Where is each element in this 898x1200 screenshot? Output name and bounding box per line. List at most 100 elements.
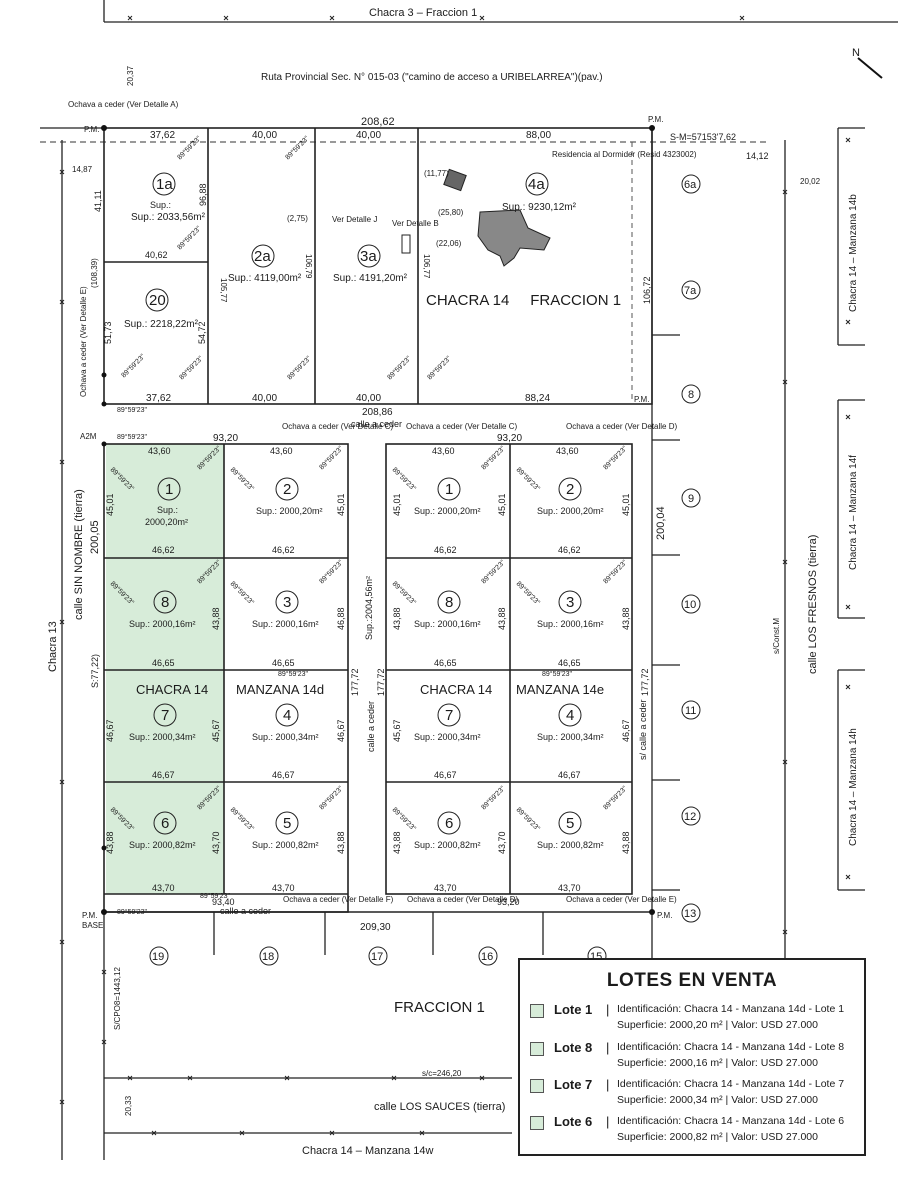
bearing-label: 89°59'23"	[391, 580, 418, 607]
a2m-label: A2M	[80, 432, 97, 441]
e-v1-right: 45,01	[621, 493, 631, 516]
lot-number: 7	[161, 707, 169, 724]
ruta-label: Ruta Provincial Sec. N° 015-03 ("camino …	[261, 72, 603, 83]
lot-number: 2	[283, 481, 291, 498]
upper-d4: 88,00	[526, 130, 551, 141]
lot-circle	[437, 590, 461, 614]
legend-item-lote-8[interactable]: Lote 8 | Identificación: Chacra 14 - Man…	[530, 1040, 860, 1078]
bearing-label: 89°59'23"	[284, 134, 311, 161]
legend-separator: |	[606, 1077, 610, 1092]
legend-item-name: Lote 6	[554, 1114, 593, 1129]
e-v3-right: 46,67	[621, 719, 631, 742]
manzana-e-left-total: 177,72	[376, 668, 386, 696]
bearing-label: 89°59'23"	[602, 444, 629, 471]
upper-top-total: 208,62	[361, 116, 395, 128]
calle-sup: Sup.:2004,56m²	[364, 576, 374, 640]
ochava-f-label: Ochava a ceder (Ver Detalle F)	[283, 895, 394, 904]
right-lot-number: 6a	[684, 179, 697, 191]
lot-sup: Sup.: 2000,20m²	[537, 506, 604, 516]
legend-swatch	[530, 1042, 544, 1056]
lot-circle	[275, 477, 299, 501]
legend-separator: |	[606, 1040, 610, 1055]
d-v2b: 46,88	[336, 607, 346, 630]
street-lines	[40, 0, 898, 1160]
legend-item-surface-value: Superficie: 2000,20 m² | Valor: USD 27.0…	[617, 1019, 818, 1031]
legend-item-surface-value: Superficie: 2000,16 m² | Valor: USD 27.0…	[617, 1057, 818, 1069]
lot-number: 3	[566, 594, 574, 611]
legend-item-identification: Identificación: Chacra 14 - Manzana 14d …	[617, 1041, 845, 1053]
e-r1-bot-r: 46,62	[558, 545, 581, 555]
lot-sup-prefix: Sup.:	[157, 505, 178, 515]
upper-25-80: (25,80)	[438, 208, 464, 217]
manzana-e-title-left: CHACRA 14	[420, 682, 492, 697]
bearing-label: 89°59'23"	[117, 406, 147, 414]
calle-los-sauces: calle LOS SAUCES (tierra)	[374, 1101, 505, 1113]
legend-item-lote-1[interactable]: Lote 1 | Identificación: Chacra 14 - Man…	[530, 1002, 860, 1040]
chacra-13-label: Chacra 13	[47, 621, 59, 672]
bearing-label: 89°59'23"	[515, 580, 542, 607]
legend-item-lote-6[interactable]: Lote 6 | Identificación: Chacra 14 - Man…	[530, 1114, 860, 1152]
manzana-14e-block	[385, 443, 633, 895]
manzana-e-right-total2: 177,72	[640, 668, 650, 696]
lot-circle	[275, 590, 299, 614]
bearing-label: 89°59'23"	[176, 134, 203, 161]
d-r1-bot-r: 46,62	[272, 545, 295, 555]
lot-sup: Sup.: 2000,82m²	[252, 840, 319, 850]
lot-circle	[437, 703, 461, 727]
e-r3-bot-l: 46,67	[434, 770, 457, 780]
pm-label-tl: P.M.	[84, 125, 99, 134]
d-r3-bot-r: 46,67	[272, 770, 295, 780]
bearing-label: 89°59'23"	[318, 444, 345, 471]
ochava-d2-label: Ochava a ceder (Ver Detalle D)	[407, 895, 518, 904]
lot-4a-circle	[525, 172, 549, 196]
lot-circle	[153, 703, 177, 727]
legend-item-surface-value: Superficie: 2000,34 m² | Valor: USD 27.0…	[617, 1094, 818, 1106]
lot-3a-number: 3a	[360, 248, 377, 265]
lot-1a-circle	[152, 172, 176, 196]
bearing-label: 89°59'23"	[515, 466, 542, 493]
upper-106-72: 106,72	[642, 276, 652, 304]
lot-circle	[681, 594, 701, 614]
s-const-label: s/Const.M	[772, 618, 781, 654]
bearing-label: 89°59'23"	[391, 806, 418, 833]
d-v1: 45,01	[105, 493, 115, 516]
bottom-lot-number: 16	[481, 951, 493, 963]
highlighted-lots	[106, 444, 224, 894]
bearing-label: 89°59'23"	[542, 670, 572, 678]
upper-41-11: 41,11	[93, 190, 103, 212]
lot-circle	[681, 280, 701, 300]
calle-sin-nombre: calle SIN NOMBRE (tierra)	[73, 489, 85, 620]
fraccion-bottom-label: FRACCION 1	[394, 999, 485, 1016]
legend-separator: |	[606, 1002, 610, 1017]
chacra-14b-label: Chacra 14 – Manzana 14b	[848, 194, 859, 312]
legend-item-surface-value: Superficie: 2000,82 m² | Valor: USD 27.0…	[617, 1131, 818, 1143]
manzana-d-title-right: MANZANA 14d	[236, 682, 324, 697]
lot-6-highlight	[106, 782, 224, 894]
bearing-label: 89°59'23"	[480, 444, 507, 471]
e-r1-top-l: 43,60	[432, 446, 455, 456]
d-r4-bot-r: 43,70	[272, 883, 295, 893]
bearing-label: 89°59'23"	[229, 466, 256, 493]
bearing-label: 89°59'23"	[480, 558, 507, 585]
lot-circle	[153, 811, 177, 835]
manzana-e-top-total: 93,20	[497, 433, 522, 444]
legend-item-identification: Identificación: Chacra 14 - Manzana 14d …	[617, 1078, 845, 1090]
manzana-d-right-total: 177,72	[350, 668, 360, 696]
d-r3-bot-l: 46,67	[152, 770, 175, 780]
pm-label-mid: P.M.	[634, 395, 649, 404]
right-lot-number: 13	[684, 908, 696, 920]
lot-number: 7	[445, 707, 453, 724]
bottom-lot-number: 17	[371, 951, 383, 963]
e-v4-mid: 43,70	[497, 831, 507, 854]
d-r2-bot-l: 46,65	[152, 658, 175, 668]
ochava-a-label: Ochava a ceder (Ver Detalle A)	[68, 100, 179, 109]
upper-22-06: (22,06)	[436, 239, 462, 248]
e-v4: 43,88	[392, 831, 402, 854]
lot-1a-sup-1: Sup.:	[150, 200, 171, 210]
d-v2: 43,88	[211, 607, 221, 630]
legend-item-lote-7[interactable]: Lote 7 | Identificación: Chacra 14 - Man…	[530, 1077, 860, 1115]
calle-ceder-mid: calle a ceder	[366, 701, 376, 752]
calle-los-fresnos: calle LOS FRESNOS (tierra)	[807, 535, 819, 674]
legend-item-name: Lote 8	[554, 1040, 593, 1055]
chacra-14w-label: Chacra 14 – Manzana 14w	[302, 1145, 434, 1157]
